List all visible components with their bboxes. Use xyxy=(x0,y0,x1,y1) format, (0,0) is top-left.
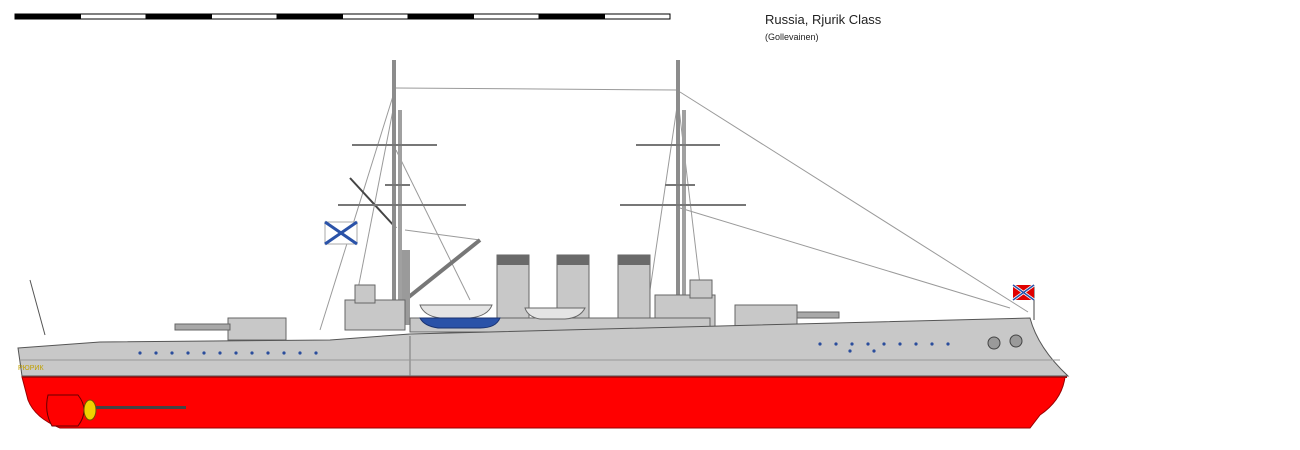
porthole xyxy=(298,351,302,355)
scale-bar-segment xyxy=(604,13,671,20)
plate-title: Russia, Rjurik Class xyxy=(765,12,882,27)
naval-ensign xyxy=(324,220,358,246)
scale-bar-segment xyxy=(14,13,81,20)
porthole xyxy=(170,351,174,355)
scale-bar-segment xyxy=(407,13,474,20)
bow-jack xyxy=(1012,283,1035,320)
porthole xyxy=(866,342,870,346)
scale-bar-segment xyxy=(473,13,540,20)
porthole xyxy=(266,351,270,355)
porthole xyxy=(818,342,822,346)
porthole xyxy=(234,351,238,355)
boat-crane xyxy=(402,238,482,325)
porthole xyxy=(218,351,222,355)
porthole xyxy=(848,349,852,353)
hull-below-waterline xyxy=(21,376,1066,429)
porthole xyxy=(138,351,142,355)
hull-name-plate: РЮРИК xyxy=(18,365,44,372)
rudder xyxy=(46,394,85,427)
porthole xyxy=(202,351,206,355)
porthole xyxy=(946,342,950,346)
porthole xyxy=(282,351,286,355)
plate-credit: (Gollevainen) xyxy=(765,32,819,42)
ships-boats xyxy=(419,304,586,329)
porthole xyxy=(872,349,876,353)
porthole xyxy=(930,342,934,346)
fore-turret xyxy=(174,317,287,341)
scale-bar-segment xyxy=(342,13,409,20)
foremast xyxy=(338,60,466,330)
porthole xyxy=(850,342,854,346)
porthole xyxy=(914,342,918,346)
scale-bar xyxy=(14,13,671,20)
rigging xyxy=(29,87,1029,336)
porthole xyxy=(250,351,254,355)
porthole xyxy=(314,351,318,355)
scale-bar-segment xyxy=(145,13,212,20)
scale-bar-segment xyxy=(538,13,605,20)
porthole xyxy=(154,351,158,355)
hull xyxy=(17,317,1070,429)
portholes xyxy=(138,342,950,355)
bow-anchors xyxy=(987,334,1023,350)
scale-bar-segment xyxy=(276,13,343,20)
porthole xyxy=(834,342,838,346)
porthole xyxy=(186,351,190,355)
mainmast xyxy=(620,60,746,320)
scale-bar-segment xyxy=(211,13,278,20)
hull-upper xyxy=(17,317,1070,377)
propeller xyxy=(83,399,186,421)
scale-bar-segment xyxy=(80,13,147,20)
porthole xyxy=(898,342,902,346)
porthole xyxy=(882,342,886,346)
